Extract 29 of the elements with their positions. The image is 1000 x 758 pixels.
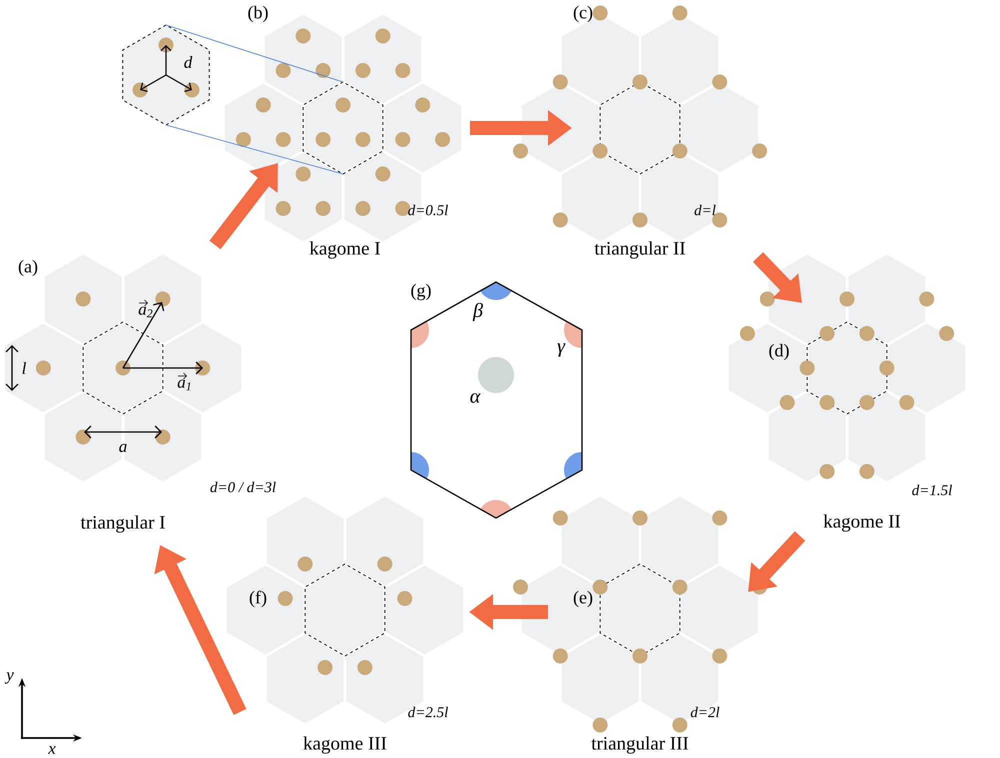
symbol-label: l: [22, 362, 26, 374]
lattice-name: kagome III: [303, 736, 386, 754]
parameter-label: d=l: [694, 204, 716, 216]
lattice-name: triangular III: [591, 736, 688, 754]
vector-label: a$_{2}$: [138, 300, 152, 318]
lattice-name: kagome I: [310, 241, 380, 259]
panel-label: (a): [18, 260, 38, 276]
panel-label: (c): [574, 6, 592, 22]
parameter-label: d=0.5l: [408, 204, 448, 216]
symbol-label: d: [184, 56, 192, 68]
symbol-label: γ: [557, 343, 566, 357]
parameter-label: d=2.5l: [408, 706, 448, 718]
parameter-label: d=0 / d=3l: [210, 482, 276, 492]
symbol-label: β: [472, 302, 483, 322]
panel-label: (f): [250, 590, 266, 608]
symbol-label: α: [470, 393, 481, 403]
lattice-name: triangular II: [594, 241, 685, 259]
lattice-name: triangular I: [80, 515, 165, 533]
panel-label: (e): [574, 590, 592, 608]
parameter-label: d=1.5l: [912, 484, 952, 496]
symbol-label: a: [119, 444, 127, 452]
symbol-label: y: [4, 672, 14, 684]
symbol-label: x: [48, 746, 56, 754]
panel-label: (g): [411, 284, 431, 300]
vector-label: a$_{1}$: [178, 372, 190, 390]
parameter-label: d=2l: [690, 706, 720, 718]
panel-label: (d): [769, 344, 789, 360]
panel-label: (b): [248, 6, 268, 22]
lattice-name: kagome II: [824, 514, 900, 532]
